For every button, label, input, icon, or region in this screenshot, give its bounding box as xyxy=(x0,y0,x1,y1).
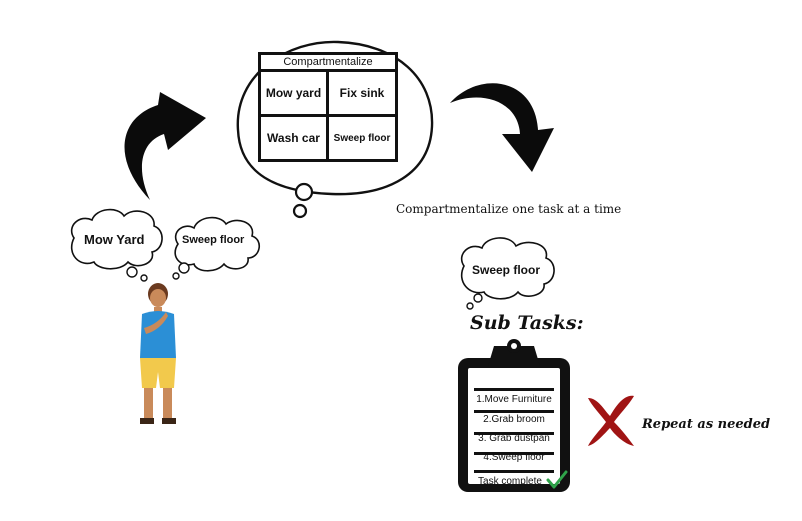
compartment-grid: Compartmentalize Mow yard Fix sink Wash … xyxy=(258,52,398,162)
thought-bubble-sweep-floor-right xyxy=(460,237,555,310)
thought-bubble-mow-yard xyxy=(70,208,163,282)
clipboard-checklist: 1.Move Furniture 2.Grab broom 3. Grab du… xyxy=(468,394,560,494)
checkmark-icon xyxy=(546,470,568,489)
caption-text: Compartmentalize one task at a time xyxy=(396,202,622,216)
grid-divider xyxy=(261,114,395,117)
curved-arrow-up xyxy=(124,92,206,200)
grid-cell-mow-yard: Mow yard xyxy=(265,86,322,100)
grid-divider xyxy=(261,69,395,72)
sub-tasks-heading: Sub Tasks: xyxy=(470,312,584,334)
thought-text-sweep-floor-right: Sweep floor xyxy=(472,263,541,277)
grid-cell-wash-car: Wash car xyxy=(267,131,320,145)
checklist-item: 1.Move Furniture xyxy=(476,394,552,405)
task-complete-label: Task complete xyxy=(478,476,542,487)
checklist-item: 4.Sweep floor xyxy=(483,452,545,463)
repeat-note: Repeat as needed xyxy=(642,417,771,432)
thought-bubble-sweep-floor-left xyxy=(172,216,260,280)
curved-arrow-down xyxy=(450,83,554,172)
red-x-icon xyxy=(588,395,634,446)
grid-cell-sweep-floor: Sweep floor xyxy=(333,132,391,144)
checklist-item: 2.Grab broom xyxy=(483,414,545,425)
thought-text-sweep-floor-left: Sweep floor xyxy=(182,234,245,246)
thinking-person-illustration xyxy=(140,283,176,424)
grid-header: Compartmentalize xyxy=(283,56,373,68)
grid-cell-fix-sink: Fix sink xyxy=(339,86,385,100)
checklist-item: 3. Grab dustpan xyxy=(478,433,550,444)
thought-text-mow-yard: Mow Yard xyxy=(84,232,145,247)
clipboard-illustration xyxy=(458,339,570,492)
